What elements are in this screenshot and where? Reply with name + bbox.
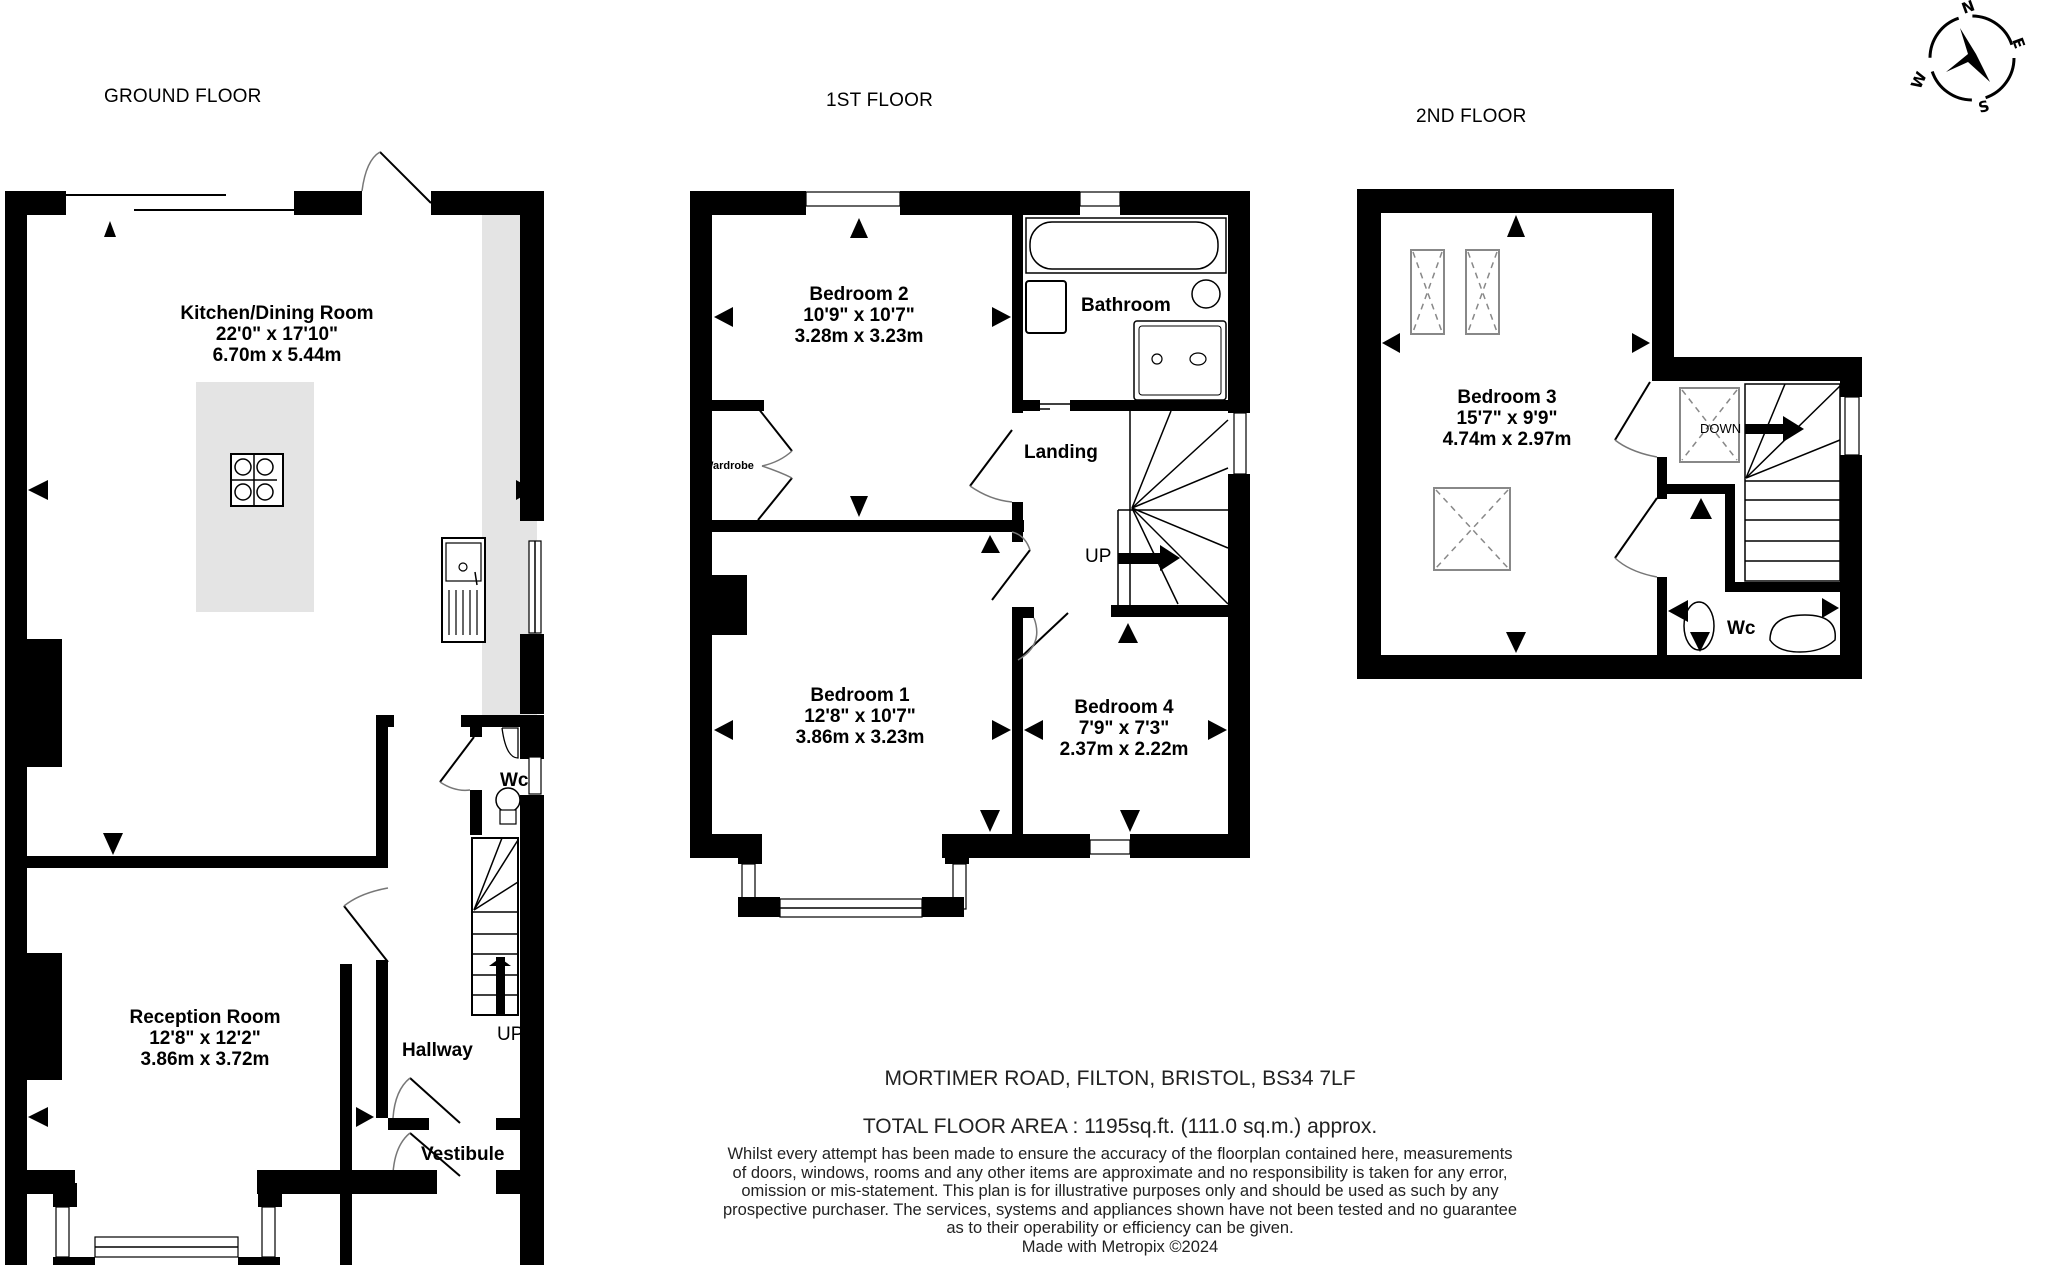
disclaimer-line: omission or mis-statement. This plan is … — [741, 1182, 1499, 1200]
bath-icon — [1025, 217, 1227, 274]
skylight-icon — [1465, 249, 1500, 335]
svg-text:E: E — [2008, 35, 2028, 51]
hob-icon — [230, 453, 284, 507]
room-size-metric: 6.70m x 5.44m — [212, 345, 342, 366]
room-size-metric: 3.86m x 3.23m — [795, 727, 925, 748]
svg-text:N: N — [1959, 0, 1977, 18]
first-floor-plan — [690, 191, 1250, 918]
room-bedroom-2: Bedroom 2 10'9" x 10'7" 3.28m x 3.23m — [795, 284, 924, 347]
compass-rose-icon: N E W S — [1907, 0, 2028, 117]
room-bedroom-3: Bedroom 3 15'7" x 9'9" 4.74m x 2.97m — [1443, 387, 1572, 450]
stairs-up-label: UP — [1085, 546, 1112, 567]
staircase — [1086, 410, 1229, 607]
disclaimer-line: of doors, windows, rooms and any other i… — [732, 1163, 1508, 1182]
up-arrow-icon — [489, 958, 511, 966]
room-name: Reception Room — [129, 1007, 281, 1028]
room-size-imperial: 15'7" x 9'9" — [1456, 408, 1558, 429]
ground-floor-plan — [5, 151, 544, 1265]
room-name: Bedroom 4 — [1074, 697, 1174, 718]
room-size-metric: 3.28m x 3.23m — [794, 326, 924, 347]
stairs-down-label: DOWN — [1700, 421, 1742, 436]
second-floor-plan — [1357, 189, 1862, 679]
first-floor-title: 1ST FLOOR — [826, 90, 934, 111]
room-size-metric: 2.37m x 2.22m — [1059, 739, 1189, 760]
room-bedroom-4: Bedroom 4 7'9" x 7'3" 2.37m x 2.22m — [1060, 697, 1189, 760]
room-name: Bedroom 2 — [809, 284, 909, 305]
wardrobe-label: Wardrobe — [703, 460, 754, 472]
room-hallway: Hallway — [402, 1040, 473, 1061]
room-name: Kitchen/Dining Room — [180, 303, 374, 324]
room-bedroom-1: Bedroom 1 12'8" x 10'7" 3.86m x 3.23m — [796, 685, 925, 748]
ground-floor-title: GROUND FLOOR — [104, 86, 262, 107]
skylight-icon — [1410, 249, 1445, 335]
disclaimer-line: as to their operability or efficiency ca… — [946, 1219, 1294, 1237]
basin-icon — [501, 727, 519, 759]
stairs-up-label: UP — [497, 1024, 524, 1045]
property-address: MORTIMER ROAD, FILTON, BRISTOL, BS34 7LF — [884, 1067, 1356, 1090]
toilet-icon — [1191, 279, 1221, 309]
total-floor-area: TOTAL FLOOR AREA : 1195sq.ft. (111.0 sq.… — [862, 1115, 1378, 1138]
down-arrow-icon — [1783, 416, 1804, 442]
disclaimer-line: prospective purchaser. The services, sys… — [722, 1200, 1518, 1219]
disclaimer-line: Whilst every attempt has been made to en… — [727, 1145, 1513, 1163]
room-size-metric: 4.74m x 2.97m — [1442, 429, 1572, 450]
room-name: Bedroom 1 — [810, 685, 910, 706]
basin-icon — [1025, 280, 1067, 334]
room-wc-second: Wc — [1727, 618, 1756, 639]
room-size-imperial: 12'8" x 12'2" — [149, 1028, 261, 1049]
up-arrow-icon — [1160, 545, 1180, 571]
second-floor-title: 2ND FLOOR — [1416, 106, 1527, 127]
room-bathroom: Bathroom — [1081, 295, 1171, 316]
room-kitchen-dining: Kitchen/Dining Room 22'0" x 17'10" 6.70m… — [180, 303, 373, 366]
credit-line: Made with Metropix ©2024 — [1021, 1237, 1219, 1256]
basin-icon — [1769, 614, 1836, 653]
staircase — [1744, 383, 1841, 582]
disclaimer: Whilst every attempt has been made to en… — [690, 1145, 1550, 1256]
svg-text:S: S — [1976, 97, 1991, 117]
room-wc-ground: Wc — [500, 770, 529, 791]
room-size-imperial: 12'8" x 10'7" — [804, 706, 916, 727]
room-vestibule: Vestibule — [421, 1144, 505, 1165]
room-reception: Reception Room 12'8" x 12'2" 3.86m x 3.7… — [130, 1007, 281, 1070]
room-name: Bedroom 3 — [1457, 387, 1557, 408]
room-size-imperial: 10'9" x 10'7" — [803, 305, 915, 326]
room-size-imperial: 22'0" x 17'10" — [215, 324, 339, 345]
room-landing: Landing — [1024, 442, 1098, 463]
svg-text:W: W — [1907, 69, 1930, 92]
shower-icon — [1133, 320, 1227, 401]
room-size-imperial: 7'9" x 7'3" — [1078, 718, 1170, 739]
room-size-metric: 3.86m x 3.72m — [140, 1049, 270, 1070]
staircase — [471, 837, 519, 1016]
